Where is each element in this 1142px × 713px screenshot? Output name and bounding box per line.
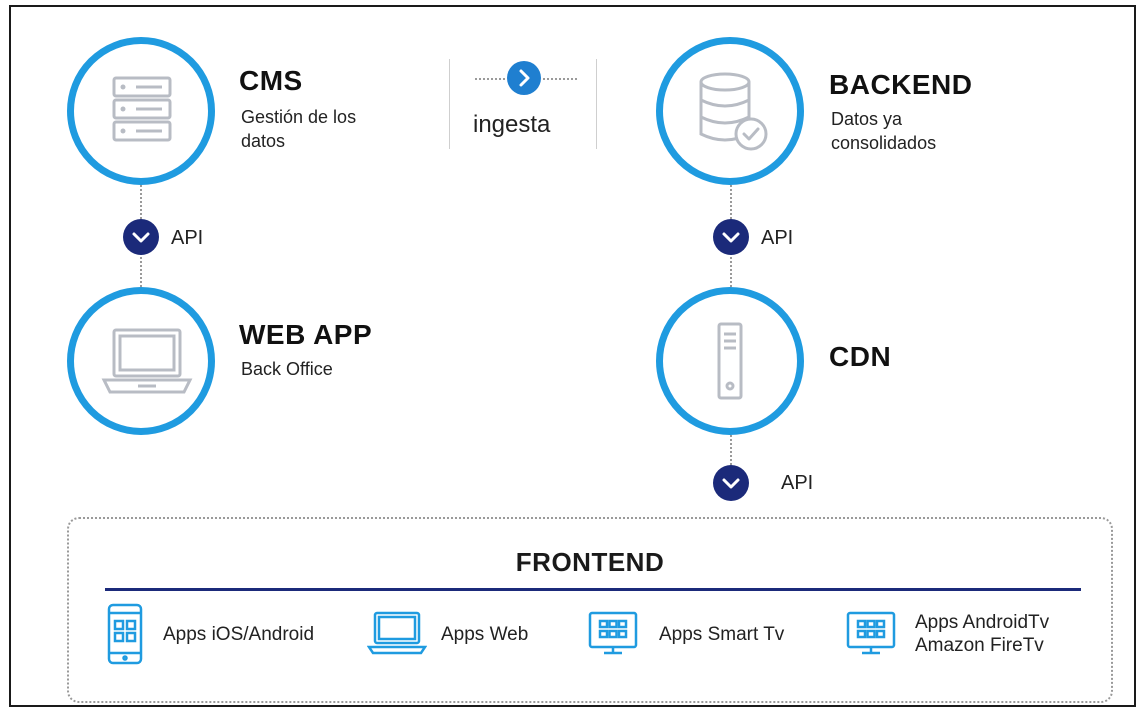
frontend-item-label-line: Apps iOS/Android <box>163 624 315 645</box>
webapp-subtitle: Back Office <box>241 357 333 381</box>
backend-subtitle-line-1: Datos ya <box>831 109 903 129</box>
frontend-title: FRONTEND <box>515 547 665 577</box>
chevron-down-icon <box>132 232 150 243</box>
cdn-frontend-api-label: API <box>781 472 814 494</box>
cdn-node <box>656 287 804 435</box>
cdn-frontend-connector <box>730 435 732 465</box>
backend-node <box>656 37 804 185</box>
diagram-frame: CMS Gestión de los datos ingesta BACKEND… <box>9 5 1136 707</box>
cms-node <box>67 37 215 185</box>
cdn-title: CDN <box>829 341 892 372</box>
server-rack-icon <box>112 76 172 142</box>
cms-subtitle-line-2: datos <box>241 131 286 151</box>
laptop-icon <box>367 611 427 655</box>
smart-tv-icon <box>588 611 638 655</box>
frontend-item-label: Apps AndroidTv Amazon FireTv <box>915 611 1049 657</box>
frontend-item-label: Apps iOS/Android <box>163 623 314 646</box>
smartphone-icon <box>107 603 143 665</box>
ingest-separator-right <box>596 59 597 149</box>
backend-subtitle-line-2: consolidados <box>831 133 937 153</box>
frontend-item-label: Apps Smart Tv <box>659 623 784 646</box>
backend-subtitle: Datos ya consolidados <box>831 107 936 155</box>
backend-title: BACKEND <box>829 69 973 100</box>
cms-webapp-api-label: API <box>171 227 204 249</box>
frontend-item-label-line: Apps Web <box>441 624 529 645</box>
frontend-divider <box>105 588 1081 591</box>
laptop-icon <box>101 328 193 394</box>
frontend-item-label: Apps Web <box>441 623 528 646</box>
chevron-down-icon <box>722 232 740 243</box>
ingest-separator-left <box>449 59 450 149</box>
frontend-item-mobile: Apps iOS/Android <box>105 603 355 665</box>
frontend-item-smart-tv: Apps Smart Tv <box>587 603 827 663</box>
webapp-title: WEB APP <box>239 319 373 350</box>
chevron-right-icon <box>519 69 530 87</box>
frontend-item-web: Apps Web <box>367 603 567 663</box>
chevron-down-icon <box>722 478 740 489</box>
database-check-icon <box>699 72 768 151</box>
webapp-subtitle-line-1: Back Office <box>241 359 333 379</box>
frontend-item-label-line: Amazon FireTv <box>915 635 1044 656</box>
webapp-node <box>67 287 215 435</box>
cms-webapp-api-badge <box>123 219 159 255</box>
frontend-box: FRONTEND Apps iOS/Android <box>67 517 1113 703</box>
ingest-label: ingesta <box>473 111 551 138</box>
backend-cdn-api-label: API <box>761 227 794 249</box>
ingest-arrow-badge <box>507 61 541 95</box>
cms-subtitle: Gestión de los datos <box>241 105 356 153</box>
ingest-connector-left <box>475 78 505 80</box>
cdn-frontend-api-badge <box>713 465 749 501</box>
ingest-connector-right <box>543 78 577 80</box>
frontend-item-label-line: Apps AndroidTv <box>915 612 1050 633</box>
server-tower-icon <box>717 322 743 400</box>
android-tv-icon <box>846 611 896 655</box>
cms-subtitle-line-1: Gestión de los <box>241 107 357 127</box>
backend-cdn-api-badge <box>713 219 749 255</box>
frontend-item-android-tv: Apps AndroidTv Amazon FireTv <box>845 603 1105 663</box>
cms-title: CMS <box>239 65 303 96</box>
frontend-item-label-line: Apps Smart Tv <box>659 624 785 645</box>
